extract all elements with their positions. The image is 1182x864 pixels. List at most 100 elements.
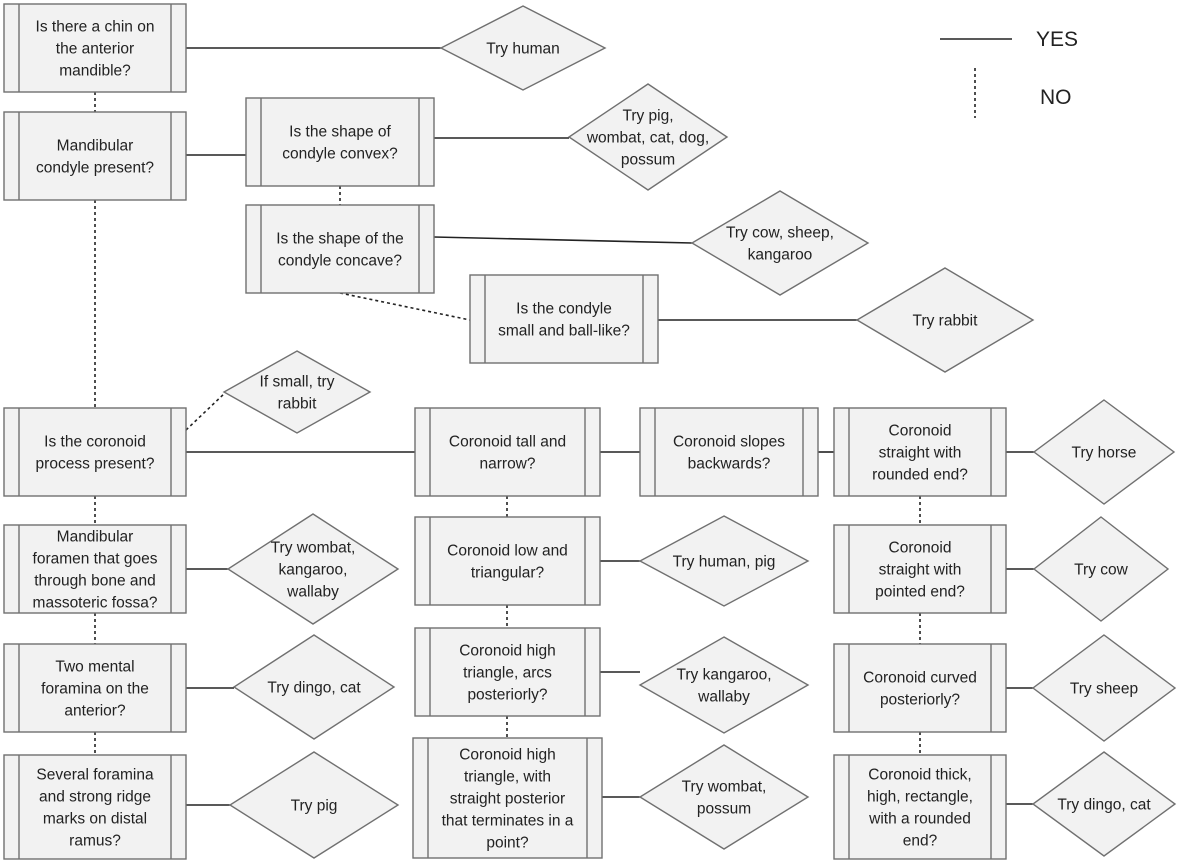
text-line: anterior? — [64, 703, 126, 720]
text-line: kangaroo — [748, 247, 813, 264]
text-line: Coronoid curved — [863, 670, 977, 687]
text-line: mandible? — [59, 63, 131, 80]
result-diamond-pig-group: Try pig,wombat, cat, dog,possum — [567, 83, 729, 191]
box-frame — [414, 627, 601, 717]
result-diamond-horse: Try horse — [1032, 399, 1176, 505]
text-line: Try human — [486, 41, 560, 58]
yes-connector — [433, 236, 693, 244]
question-box-ball: Is the condyle small and ball-like? — [469, 274, 659, 364]
box-frame — [833, 524, 1007, 614]
box-frame — [3, 643, 187, 733]
text-line: Try wombat, — [682, 779, 767, 796]
text-line: possum — [697, 801, 751, 818]
text-line: Try human, pig — [673, 554, 776, 571]
question-box-foramen: Mandibular foramen that goes through bone … — [3, 524, 187, 614]
diamond-shape — [1032, 516, 1170, 622]
text-line: pointed end? — [875, 584, 965, 601]
text-line: process present? — [36, 456, 155, 473]
box-frame — [3, 3, 187, 93]
text-line: Coronoid thick, — [868, 767, 971, 784]
result-diamond-dingo-cat-2: Try dingo, cat — [1031, 751, 1177, 857]
question-box-arcs: Coronoid high triangle, arcs posteriorly? — [414, 627, 601, 717]
text-line: Coronoid high — [459, 643, 556, 660]
text-line: high, rectangle, — [867, 789, 973, 806]
text-line: wallaby — [286, 584, 339, 601]
text-line: kangaroo, — [279, 562, 348, 579]
box-frame — [833, 407, 1007, 497]
text-line: wallaby — [697, 689, 750, 706]
text-line: condyle present? — [36, 160, 154, 177]
text-line: Is the condyle — [516, 301, 612, 318]
diamond-shape — [690, 190, 870, 296]
text-line: the anterior — [56, 41, 134, 58]
text-line: straight posterior — [450, 791, 565, 808]
text-line: Coronoid — [889, 540, 952, 557]
text-line: Try wombat, — [271, 540, 356, 557]
text-line: Is there a chin on — [36, 19, 155, 36]
box-frame — [414, 516, 601, 606]
text-line: Try rabbit — [913, 313, 979, 330]
box-frame — [245, 97, 435, 187]
box-frame — [3, 754, 187, 860]
text-line: narrow? — [480, 456, 536, 473]
result-diamond-cow: Try cow — [1032, 516, 1170, 622]
text-line: Coronoid — [889, 423, 952, 440]
text-line: and strong ridge — [39, 789, 151, 806]
diamond-shape — [1032, 399, 1176, 505]
diamond-shape — [638, 515, 810, 607]
question-box-mental: Two mental foramina on the anterior? — [3, 643, 187, 733]
text-line: Try pig — [291, 798, 338, 815]
result-diamond-kangaroo-wallaby: Try kangaroo,wallaby — [638, 636, 810, 734]
text-line: posteriorly? — [467, 687, 547, 704]
text-line: condyle concave? — [278, 253, 402, 270]
result-diamond-wombat-group: Try wombat, kangaroo, wallaby — [226, 513, 400, 625]
text-line: foramina on the — [41, 681, 149, 698]
diamond-shape — [232, 634, 396, 740]
text-line: ramus? — [69, 833, 121, 850]
text-line: Try pig, — [622, 108, 673, 125]
text-line: foramen that goes — [33, 551, 158, 568]
text-line: through bone and — [34, 573, 156, 590]
text-line: Try dingo, cat — [267, 680, 361, 697]
box-frame — [3, 111, 187, 201]
text-line: Several foramina — [36, 767, 154, 784]
text-line: Coronoid high — [459, 747, 556, 764]
no-connector — [185, 391, 227, 431]
text-line: wombat, cat, dog, — [586, 130, 709, 147]
text-line: Coronoid tall and — [449, 434, 566, 451]
diamond-shape — [1031, 634, 1177, 742]
box-frame — [3, 407, 187, 497]
no-connector — [339, 292, 471, 321]
question-box-tall: Coronoid tall and narrow? — [414, 407, 601, 497]
text-line: Mandibular — [57, 529, 134, 546]
diamond-shape — [855, 267, 1035, 373]
text-line: Coronoid slopes — [673, 434, 785, 451]
box-frame — [412, 737, 603, 859]
text-line: that terminates in a — [442, 813, 574, 830]
text-line: triangle, arcs — [463, 665, 552, 682]
box-frame — [245, 204, 435, 294]
diamond-shape — [638, 744, 810, 850]
text-line: rabbit — [278, 396, 317, 413]
diamond-shape — [439, 5, 607, 91]
text-line: straight with — [879, 445, 962, 462]
text-line: small and ball-like? — [498, 323, 630, 340]
result-diamond-sheep: Try sheep — [1031, 634, 1177, 742]
text-line: If small, try — [260, 374, 335, 391]
box-frame — [414, 407, 601, 497]
result-diamond-rabbit: Try rabbit — [855, 267, 1035, 373]
result-diamond-wombat-possum: Try wombat, possum — [638, 744, 810, 850]
question-box-thick: Coronoid thick,high, rectangle,with a ro… — [833, 754, 1007, 860]
box-frame — [469, 274, 659, 364]
text-line: Two mental — [55, 659, 134, 676]
text-line: Is the shape of — [289, 124, 391, 141]
